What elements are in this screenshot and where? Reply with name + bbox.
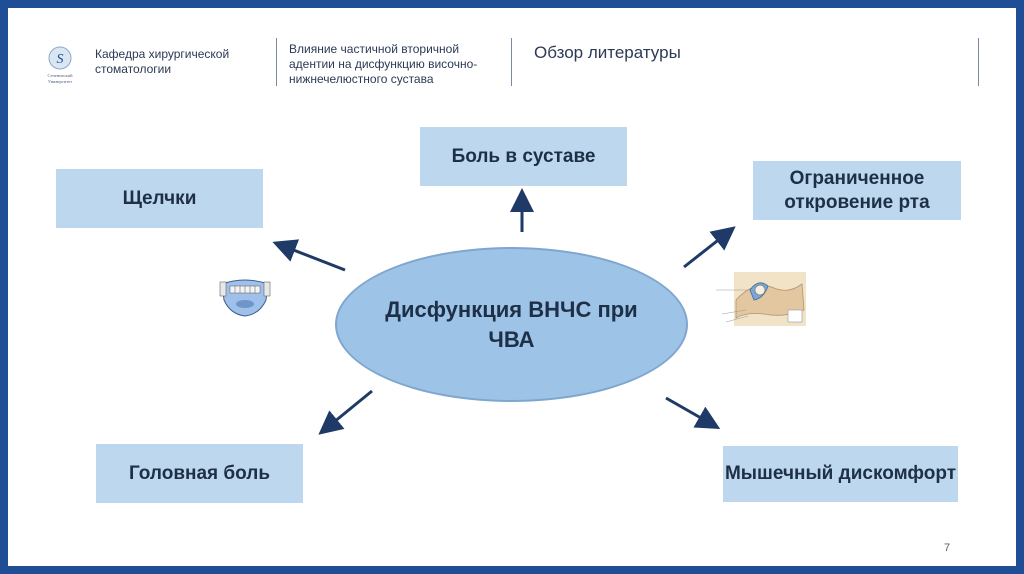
logo-letter: S bbox=[57, 52, 64, 67]
header-divider-3 bbox=[978, 38, 979, 86]
skull-illustration-icon bbox=[219, 279, 271, 317]
node-limited-opening: Ограниченное откровение рта bbox=[753, 161, 961, 220]
center-node: Дисфункция ВНЧС при ЧВА bbox=[335, 247, 688, 402]
logo-caption-1: Сеченовский bbox=[48, 73, 74, 78]
diagram-arrows bbox=[272, 188, 736, 435]
arrow-to-top-right bbox=[683, 226, 736, 269]
node-joint-pain: Боль в суставе bbox=[420, 127, 627, 186]
node-muscle-discomfort: Мышечный дискомфорт bbox=[723, 446, 958, 502]
slide: S Сеченовский Университет Кафедра хирург… bbox=[8, 8, 1016, 566]
tree-logo-icon: S Сеченовский Университет bbox=[48, 46, 74, 84]
university-logo: S Сеченовский Университет bbox=[40, 44, 80, 88]
header-divider-1 bbox=[276, 38, 277, 86]
header-divider-2 bbox=[511, 38, 512, 86]
arrow-to-bottom-left bbox=[318, 389, 373, 435]
node-clicks: Щелчки bbox=[56, 169, 263, 228]
node-headache: Головная боль bbox=[96, 444, 303, 503]
page-number: 7 bbox=[944, 542, 951, 554]
department-name: Кафедра хирургической стоматологии bbox=[95, 47, 230, 76]
arrow-to-bottom-right bbox=[665, 396, 721, 429]
section-title: Обзор литературы bbox=[534, 43, 681, 62]
arrow-to-top-left bbox=[272, 239, 346, 272]
topic-title: Влияние частичной вторичной адентии на д… bbox=[289, 42, 478, 86]
tmj-anatomy-illustration-icon bbox=[716, 272, 806, 326]
logo-caption-2: Университет bbox=[48, 79, 72, 84]
